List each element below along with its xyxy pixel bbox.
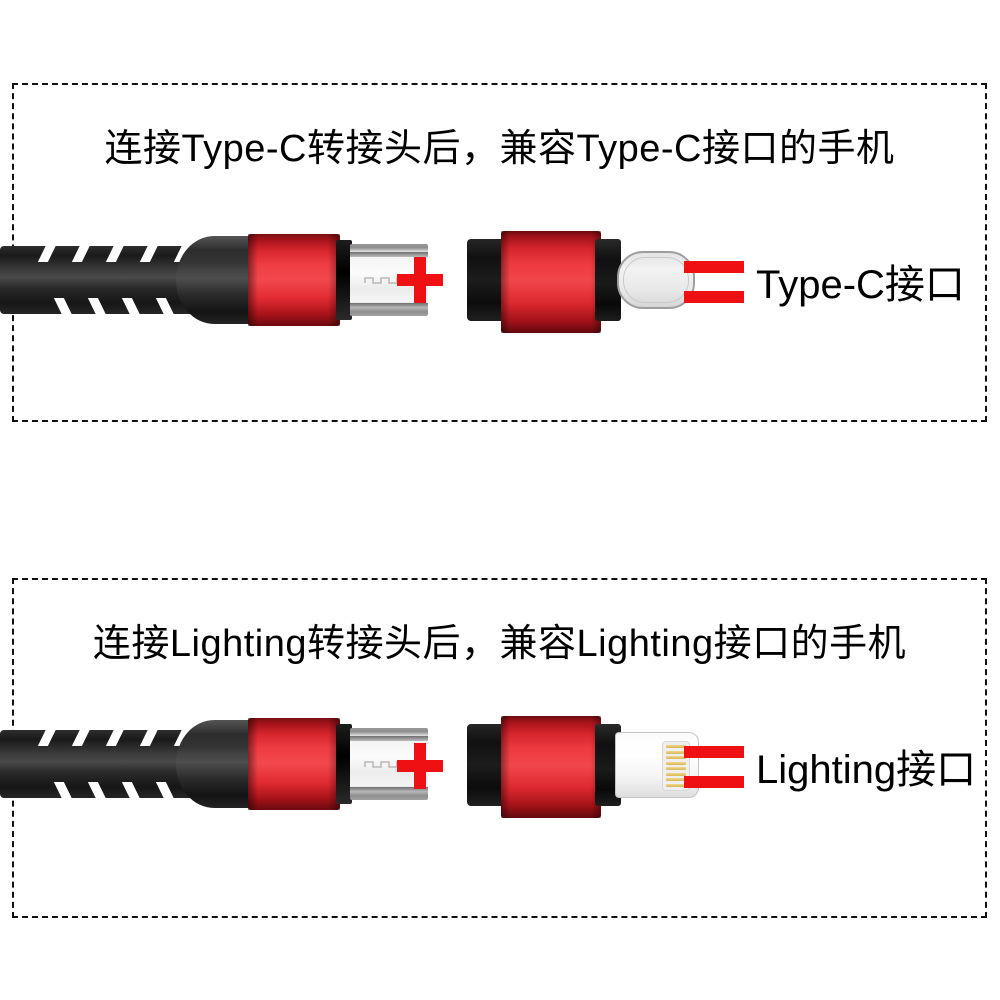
- type-c-adapter: [467, 225, 697, 335]
- braided-sleeve-icon: [0, 729, 205, 799]
- plus-sign-lighting: [397, 743, 443, 789]
- adapter-red-band: [501, 231, 601, 333]
- panel-heading-lighting: 连接Lighting转接头后，兼容Lighting接口的手机: [92, 623, 907, 665]
- adapter-neck: [595, 239, 621, 321]
- equals-sign-type-c: [684, 261, 744, 303]
- equation-row-lighting: Lighting接口: [0, 580, 985, 916]
- panel-heading-type-c: 连接Type-C转接头后，兼容Type-C接口的手机: [104, 128, 895, 170]
- adapter-red-band: [501, 716, 601, 818]
- equation-row-type-c: Type-C接口: [0, 85, 985, 420]
- cable-collar: [336, 724, 352, 804]
- result-label-type-c: Type-C接口: [756, 263, 965, 307]
- result-label-lighting: Lighting接口: [756, 748, 977, 792]
- cable-red-housing: [248, 234, 340, 326]
- plus-sign-type-c: [397, 257, 443, 303]
- panel-type-c: 连接Type-C转接头后，兼容Type-C接口的手机: [0, 83, 987, 422]
- panel-lighting: 连接Lighting转接头后，兼容Lighting接口的手机: [0, 578, 987, 918]
- micro-usb-cable-type-c: [0, 224, 428, 336]
- equals-sign-lighting: [684, 746, 744, 788]
- micro-usb-cable-lighting: [0, 708, 428, 820]
- lighting-adapter: [467, 710, 699, 820]
- type-c-plug-tip-icon: [617, 251, 695, 309]
- braided-sleeve-icon: [0, 245, 205, 315]
- cable-red-housing: [248, 718, 340, 810]
- cable-collar: [336, 240, 352, 320]
